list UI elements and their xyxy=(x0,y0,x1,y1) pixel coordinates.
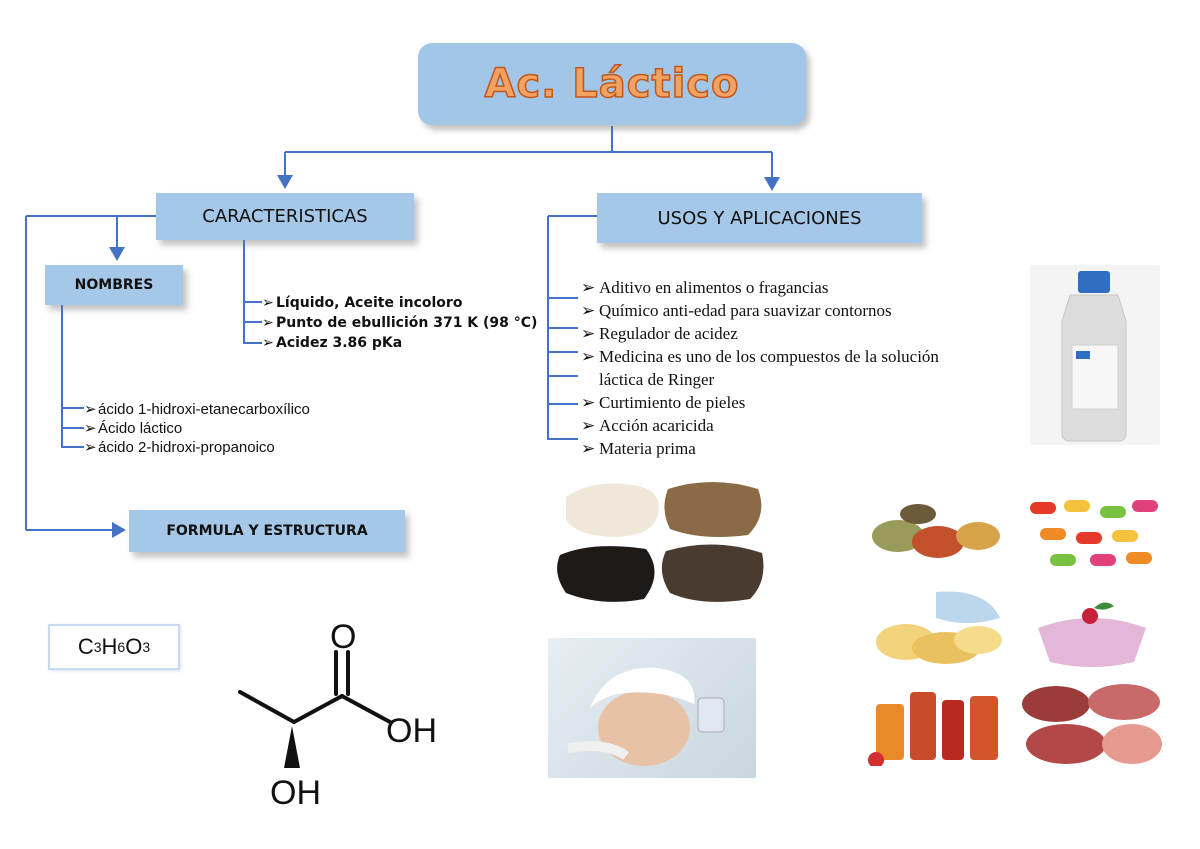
usos-item: ➢Aditivo en alimentos o fragancias xyxy=(581,278,829,297)
arrow-bullet-icon: ➢ xyxy=(581,393,596,412)
potato-chips-image xyxy=(866,588,1008,670)
caracteristicas-label: CARACTERISTICAS xyxy=(202,206,368,227)
usos-item: ➢Medicina es uno de los compuestos de la… xyxy=(581,347,939,366)
nombres-item: ➢Ácido láctico xyxy=(84,420,183,437)
arrow-bullet-icon: ➢ xyxy=(84,420,97,437)
main-title: Ac. Láctico xyxy=(484,60,740,108)
usos-item: ➢Curtimiento de pieles xyxy=(581,393,746,412)
hydroxyl-label: OH xyxy=(386,712,437,750)
carbonyl-oxygen-label: O xyxy=(330,618,356,656)
candies-image xyxy=(1020,492,1162,574)
animal-hides-image xyxy=(552,475,770,610)
arrow-bullet-icon: ➢ xyxy=(84,401,97,418)
arrow-bullet-icon: ➢ xyxy=(262,315,274,331)
alpha-hydroxyl-label: OH xyxy=(270,774,321,812)
usos-item-continuation: láctica de Ringer xyxy=(599,370,715,389)
title-box: Ac. Láctico xyxy=(418,43,806,125)
usos-item: ➢Acción acaricida xyxy=(581,416,714,435)
arrow-bullet-icon: ➢ xyxy=(262,335,274,351)
arrow-bullet-icon: ➢ xyxy=(581,347,596,366)
nombres-list: ➢ ácido 1-hidroxi-etanecarboxílico ➢Ácid… xyxy=(84,400,310,457)
nombres-label: NOMBRES xyxy=(74,277,154,293)
spices-image xyxy=(868,492,1008,574)
lactic-acid-structure: O OH OH xyxy=(238,618,437,812)
usos-item: ➢Químico anti-edad para suavizar contorn… xyxy=(581,301,892,320)
arrow-bullet-icon: ➢ xyxy=(581,301,596,320)
caracteristicas-box: CARACTERISTICAS xyxy=(156,193,414,240)
caracteristicas-list: ➢Líquido, Aceite incoloro ➢Punto de ebul… xyxy=(262,293,537,353)
arrow-bullet-icon: ➢ xyxy=(84,439,97,456)
caracteristicas-item: ➢Punto de ebullición 371 K (98 °C) xyxy=(262,315,538,331)
caracteristicas-item: ➢Acidez 3.86 pKa xyxy=(262,335,403,351)
arrow-bullet-icon: ➢ xyxy=(581,416,596,435)
usos-item: ➢Regulador de acidez xyxy=(581,324,738,343)
caracteristicas-item: ➢Líquido, Aceite incoloro xyxy=(262,295,463,311)
usos-item: ➢Materia prima xyxy=(581,439,696,458)
usos-list: ➢Aditivo en alimentos o fragancias ➢Quím… xyxy=(581,276,939,460)
facial-treatment-image xyxy=(548,638,756,778)
formula-estructura-label: FORMULA Y ESTRUCTURA xyxy=(166,523,368,539)
meats-image xyxy=(1020,680,1164,766)
sauces-image xyxy=(866,680,1008,766)
nombres-box: NOMBRES xyxy=(45,265,183,305)
usos-aplicaciones-box: USOS Y APLICACIONES xyxy=(597,193,922,243)
usos-label: USOS Y APLICACIONES xyxy=(657,207,862,229)
arrow-bullet-icon: ➢ xyxy=(581,324,596,343)
arrow-bullet-icon: ➢ xyxy=(581,278,596,297)
nombres-item: ➢ ácido 1-hidroxi-etanecarboxílico xyxy=(84,401,310,418)
yogurt-image xyxy=(1024,588,1160,670)
arrow-bullet-icon: ➢ xyxy=(262,295,274,311)
nombres-item: ➢ácido 2-hidroxi-propanoico xyxy=(84,439,275,456)
formula-estructura-box: FORMULA Y ESTRUCTURA xyxy=(129,510,405,552)
lactic-acid-bottle-image xyxy=(1030,265,1160,445)
arrow-bullet-icon: ➢ xyxy=(581,439,596,458)
